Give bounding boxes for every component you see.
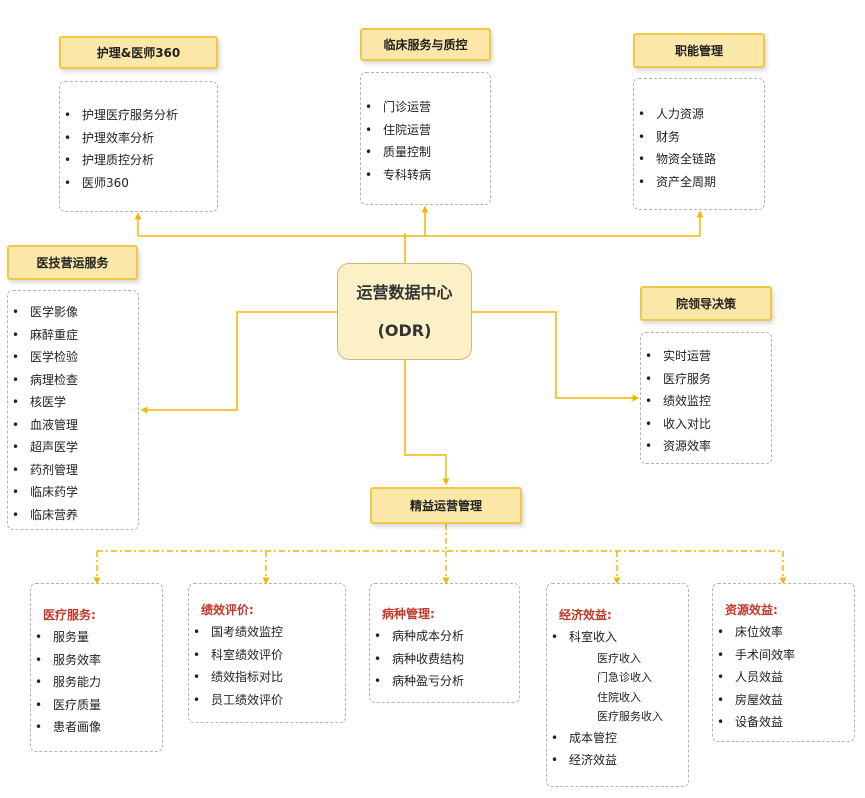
- list-item: 收入对比: [641, 413, 771, 436]
- list-item: 房屋效益: [713, 689, 854, 712]
- list-subitem: 医疗收入: [597, 651, 641, 665]
- lean-header: 精益运营管理: [370, 487, 522, 524]
- leadership-header: 院领导决策: [640, 286, 772, 321]
- list-item: 物资全链路: [634, 148, 764, 171]
- list-item: 成本管控: [547, 727, 688, 750]
- list-item: 医疗服务: [641, 368, 771, 391]
- list-item: 住院运营: [361, 119, 490, 142]
- center-title: 运营数据中心: [356, 282, 453, 302]
- clinical-list-box: 门诊运营 住院运营 质量控制 专科转病: [360, 72, 491, 205]
- arrow-to-lean: [404, 360, 450, 486]
- disease-title: 病种管理:: [382, 607, 435, 621]
- list-item: 护理质控分析: [60, 149, 217, 172]
- nursing-list-box: 护理医疗服务分析 护理效率分析 护理质控分析 医师360: [59, 81, 218, 212]
- list-item: 员工绩效评价: [189, 689, 345, 712]
- list-item: 病种盈亏分析: [370, 670, 519, 693]
- list-item: 资产全周期: [634, 171, 764, 194]
- arrow-to-medtech: [140, 311, 337, 414]
- list-item: 国考绩效监控: [189, 621, 345, 644]
- list-item: 核医学: [8, 391, 138, 414]
- list-item: 绩效指标对比: [189, 666, 345, 689]
- list-item: 病种收费结构: [370, 648, 519, 671]
- list-item: 患者画像: [31, 716, 162, 739]
- list-item: 医学影像: [8, 301, 138, 324]
- list-item: 服务能力: [31, 671, 162, 694]
- list-item: 人力资源: [634, 103, 764, 126]
- resource-box: 资源效益: 床位效率 手术间效率 人员效益 房屋效益 设备效益: [712, 583, 855, 742]
- list-item: 血液管理: [8, 414, 138, 437]
- medtech-header: 医技营运服务: [7, 245, 138, 280]
- arrow-to-leadership: [472, 311, 640, 402]
- list-item: 临床营养: [8, 504, 138, 527]
- economic-title: 经济效益:: [559, 608, 612, 622]
- list-item: 超声医学: [8, 436, 138, 459]
- list-item: 护理效率分析: [60, 127, 217, 150]
- list-subitem: 住院收入: [597, 690, 641, 704]
- list-item: 麻醉重症: [8, 324, 138, 347]
- list-item: 科室绩效评价: [189, 644, 345, 667]
- medical-service-box: 医疗服务: 服务量 服务效率 服务能力 医疗质量 患者画像: [30, 583, 163, 752]
- list-item: 设备效益: [713, 711, 854, 734]
- list-item: 医师360: [60, 172, 217, 195]
- center-node: 运营数据中心 (ODR): [337, 263, 472, 360]
- performance-box: 绩效评价: 国考绩效监控 科室绩效评价 绩效指标对比 员工绩效评价: [188, 583, 346, 723]
- list-item: 实时运营: [641, 345, 771, 368]
- list-item: 绩效监控: [641, 390, 771, 413]
- list-item: 医学检验: [8, 346, 138, 369]
- list-item: 服务量: [31, 626, 162, 649]
- medtech-list-box: 医学影像 麻醉重症 医学检验 病理检查 核医学 血液管理 超声医学 药剂管理 临…: [7, 290, 139, 530]
- economic-box: 经济效益: 科室收入 医疗收入 门急诊收入 住院收入 医疗服务收入 成本管控 经…: [546, 583, 689, 787]
- list-item: 财务: [634, 126, 764, 149]
- list-subitem: 医疗服务收入: [597, 710, 663, 723]
- list-item: 经济效益: [547, 749, 688, 772]
- list-item: 药剂管理: [8, 459, 138, 482]
- resource-title: 资源效益:: [725, 603, 778, 617]
- functional-header: 职能管理: [633, 33, 765, 68]
- performance-title: 绩效评价:: [201, 603, 254, 617]
- functional-list-box: 人力资源 财务 物资全链路 资产全周期: [633, 78, 765, 210]
- list-item: 手术间效率: [713, 644, 854, 667]
- leadership-list-box: 实时运营 医疗服务 绩效监控 收入对比 资源效率: [640, 332, 772, 464]
- list-item: 科室收入: [547, 626, 688, 649]
- medical-service-title: 医疗服务:: [43, 608, 96, 622]
- list-item: 质量控制: [361, 141, 490, 164]
- list-item: 病种成本分析: [370, 625, 519, 648]
- list-item: 临床药学: [8, 481, 138, 504]
- list-item: 服务效率: [31, 649, 162, 672]
- list-item: 人员效益: [713, 666, 854, 689]
- list-item: 门诊运营: [361, 96, 490, 119]
- center-subtitle: (ODR): [377, 320, 432, 340]
- list-item: 专科转病: [361, 164, 490, 187]
- nursing-header: 护理&医师360: [59, 36, 218, 69]
- list-subitem: 门急诊收入: [597, 671, 652, 684]
- list-item: 资源效率: [641, 435, 771, 458]
- list-item: 病理检查: [8, 369, 138, 392]
- list-item: 护理医疗服务分析: [60, 104, 217, 127]
- list-item: 床位效率: [713, 621, 854, 644]
- disease-box: 病种管理: 病种成本分析 病种收费结构 病种盈亏分析: [369, 583, 520, 703]
- list-item: 医疗质量: [31, 694, 162, 717]
- clinical-header: 临床服务与质控: [360, 28, 491, 61]
